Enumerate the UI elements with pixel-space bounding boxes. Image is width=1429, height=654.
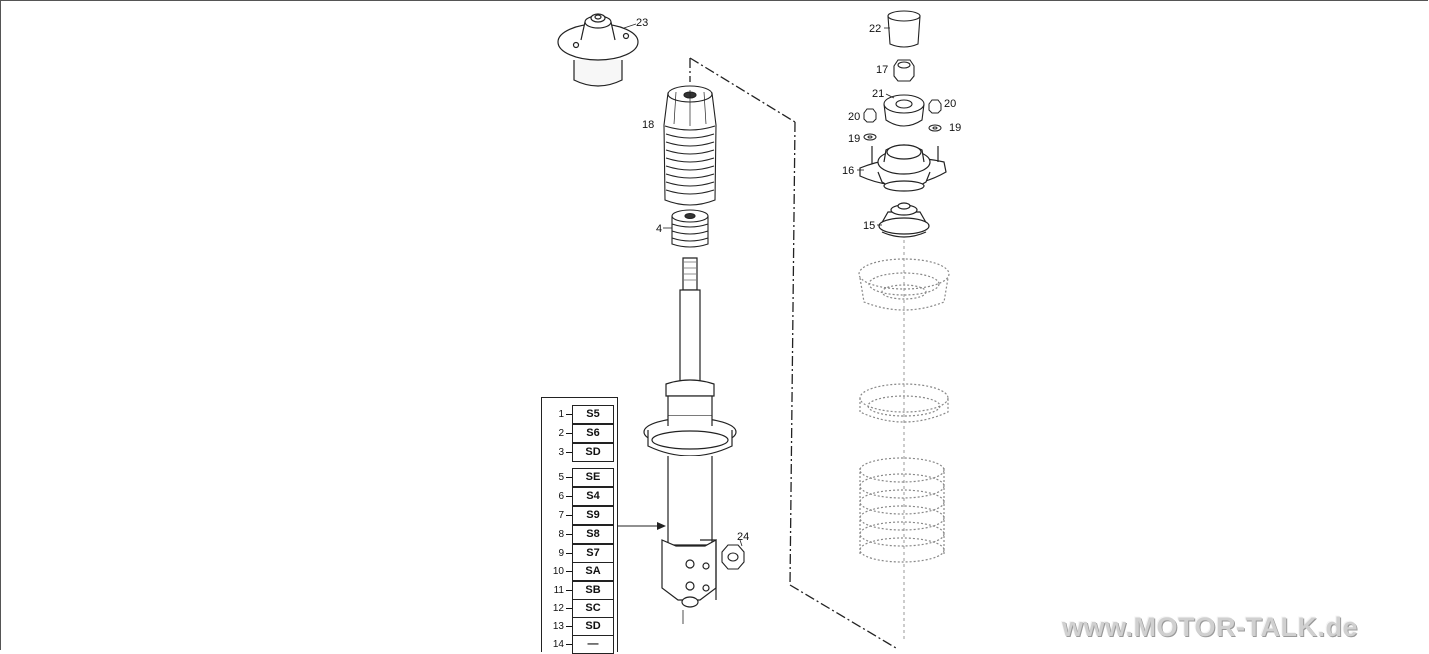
variant-code: SA	[572, 562, 614, 581]
variant-code: S6	[572, 424, 614, 443]
callout-20-left: 20	[848, 111, 860, 123]
callout-24: 24	[737, 531, 749, 543]
part-17-nut	[893, 59, 915, 82]
variant-number: 3	[558, 447, 564, 458]
variant-code: SC	[572, 599, 614, 618]
part-19-washer-left	[863, 133, 877, 141]
part-19-washer-right	[928, 124, 942, 132]
variant-row: 2 S6	[542, 424, 617, 443]
part-21-bearing	[883, 94, 925, 127]
table-pointer-arrow	[617, 522, 666, 530]
part-16-mount-plate	[859, 144, 947, 192]
callout-16: 16	[842, 165, 854, 177]
part-4-bump-stop	[671, 209, 709, 248]
variant-code: S4	[572, 487, 614, 506]
variant-code: S9	[572, 506, 614, 525]
callout-4: 4	[656, 223, 662, 235]
watermark-text: www.MOTOR-TALK.de	[1062, 612, 1358, 642]
variant-number: 12	[552, 603, 564, 614]
variant-row: 1 S5	[542, 405, 617, 424]
variant-row: 7 S9	[542, 506, 617, 525]
part-23-top-mount	[557, 13, 639, 87]
variant-code: S5	[572, 405, 614, 424]
callout-17: 17	[876, 64, 888, 76]
variant-code: SD	[572, 443, 614, 462]
part-20-nut-right	[928, 99, 942, 114]
variant-number: 10	[552, 566, 564, 577]
variant-number: 8	[558, 529, 564, 540]
variant-number: 14	[552, 639, 564, 650]
callout-23: 23	[636, 17, 648, 29]
variant-code: SE	[572, 468, 614, 487]
callout-19-right: 19	[949, 122, 961, 134]
variant-row: 14 —	[542, 635, 617, 654]
variant-number: 11	[553, 585, 564, 596]
variant-row: 13 SD	[542, 617, 617, 636]
variant-code: S8	[572, 525, 614, 544]
part-24-nut	[721, 544, 745, 570]
variant-row: 12 SC	[542, 599, 617, 618]
variant-row: 11 SB	[542, 581, 617, 600]
variant-number: 6	[558, 491, 564, 502]
callout-20-right: 20	[944, 98, 956, 110]
variant-number: 1	[558, 409, 564, 420]
variant-row: 9 S7	[542, 544, 617, 563]
part-15-spring-pad	[878, 202, 930, 238]
variant-row: 10 SA	[542, 562, 617, 581]
variant-code: SB	[572, 581, 614, 600]
callout-19-left: 19	[848, 133, 860, 145]
variant-number: 2	[558, 428, 564, 439]
shock-absorber	[643, 257, 737, 608]
callout-21: 21	[872, 88, 884, 100]
variant-number: 9	[558, 548, 564, 559]
variant-row: 6 S4	[542, 487, 617, 506]
part-22-cap	[887, 10, 921, 48]
callout-22: 22	[869, 23, 881, 35]
variant-code-table: 1 S5 2 S6 3 SD 5 SE 6 S4 7 S9 8 S8 9 S7 …	[541, 397, 618, 654]
variant-number: 7	[558, 510, 564, 521]
part-20-nut-left	[863, 108, 877, 123]
variant-number: 13	[552, 621, 564, 632]
variant-row: 8 S8	[542, 525, 617, 544]
variant-code: —	[572, 635, 614, 654]
callout-15: 15	[863, 220, 875, 232]
variant-code: SD	[572, 617, 614, 636]
assembly-guide-lines	[689, 57, 897, 649]
variant-code: S7	[572, 544, 614, 563]
variant-row: 5 SE	[542, 468, 617, 487]
coil-spring-main	[859, 457, 945, 563]
variant-number: 5	[558, 472, 564, 483]
callout-18: 18	[642, 119, 654, 131]
variant-row: 3 SD	[542, 443, 617, 462]
part-18-dust-boot	[663, 85, 717, 206]
